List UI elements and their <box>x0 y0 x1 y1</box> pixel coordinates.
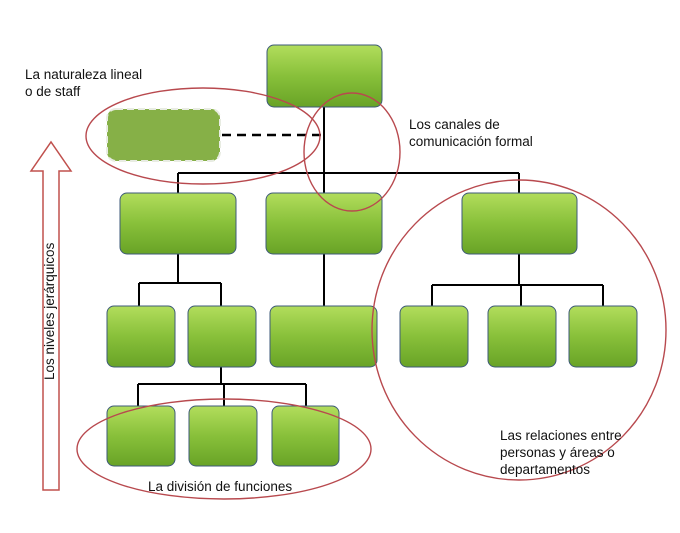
canales-label: Los canales de comunicación formal <box>409 116 533 150</box>
staff-label-line2: o de staff <box>25 84 81 99</box>
staff-label: La naturaleza lineal o de staff <box>25 66 142 100</box>
level3-box-1 <box>106 305 176 368</box>
level2-box-center <box>265 192 383 255</box>
staff-ellipse <box>85 87 321 185</box>
division-ellipse <box>76 398 372 500</box>
canales-ellipse <box>303 92 401 212</box>
level2-box-right <box>461 192 578 255</box>
relaciones-label: Las relaciones entre personas y áreas o … <box>500 427 622 478</box>
level4-box-2 <box>188 405 258 467</box>
hierarchy-arrow-icon <box>29 140 73 491</box>
level4-box-3 <box>271 405 340 467</box>
niveles-label: Los niveles jerárquicos <box>42 242 57 380</box>
relaciones-label-line3: departamentos <box>500 462 591 477</box>
org-boxes <box>106 44 638 467</box>
level4-box-1 <box>106 405 176 467</box>
canales-label-line1: Los canales de <box>409 117 500 132</box>
connector-lines <box>137 107 604 406</box>
top-box <box>266 44 383 108</box>
highlight-ellipses <box>76 87 667 500</box>
relaciones-ellipse <box>371 179 667 481</box>
relaciones-label-line1: Las relaciones entre <box>500 428 622 443</box>
canales-label-line2: comunicación formal <box>409 134 533 149</box>
staff-box <box>106 108 221 162</box>
level3-box-5 <box>487 305 557 368</box>
division-label: La división de funciones <box>148 479 293 494</box>
level3-box-3 <box>269 305 378 368</box>
level3-box-2 <box>187 305 257 368</box>
level3-box-4 <box>399 305 469 368</box>
level2-box-left <box>119 192 237 255</box>
staff-label-line1: La naturaleza lineal <box>25 67 143 82</box>
relaciones-label-line2: personas y áreas o <box>500 445 615 460</box>
level3-box-6 <box>568 305 638 368</box>
